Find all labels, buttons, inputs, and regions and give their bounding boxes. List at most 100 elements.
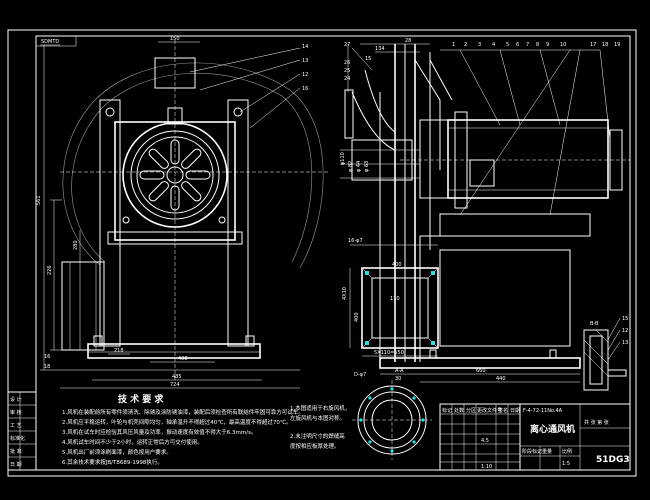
tech-right-2: 左旋风机与本图对称。 (290, 414, 345, 422)
left-row-1: 设 计 (10, 396, 22, 403)
dim-side-d4: φ 63 (364, 161, 370, 172)
tech-requirements: 技 术 要 求 1.风机在装配前所有零件须清洗、除锈及涂防锈油漆，装配后须检查所… (62, 393, 350, 466)
dim-front-top: 150 (170, 36, 180, 42)
callout-side-14: 10 (560, 42, 566, 48)
dim-front-w3: 485 (172, 374, 182, 380)
flange-view-label: D-φ7 (354, 372, 366, 378)
dim-front-height: 561 (36, 195, 42, 205)
tech-item-6: 6.其余技术要求按JB/T8689-1998执行。 (62, 458, 163, 466)
pedestal-right (227, 99, 249, 347)
callout-detail-2: 12 (622, 328, 628, 334)
side-view: 134 28 15 φ110 φ 82 φ 44 φ 63 (340, 38, 630, 383)
inlet-flange (344, 89, 354, 139)
tech-item-4: 4.风机试车时间不少于2小时，运转正常后方可交付使用。 (62, 438, 203, 446)
left-row-3: 工 艺 (10, 423, 22, 429)
tb-header-3: 分区 (466, 407, 476, 414)
tb-header-4: 更改文件号 (477, 407, 502, 414)
callout-side-5: 1 (452, 42, 455, 48)
tb-header-1: 标记 (442, 407, 452, 414)
callout-side-6: 2 (464, 42, 467, 48)
motor-frame (114, 121, 236, 241)
frame-crossbar (107, 231, 243, 245)
tech-right-4: 度按相应板厚处理。 (290, 442, 340, 450)
motor-end-circle (122, 122, 228, 228)
callout-side-17: 19 (614, 42, 620, 48)
tb-name: 离心通风机 (530, 423, 575, 435)
callout-detail-3: 13 (622, 340, 628, 346)
dim-side-d3: φ 44 (356, 161, 362, 172)
callout-front-3: 12 (302, 72, 308, 78)
tech-item-2: 2.风机应平稳运转，叶轮与机壳间隙均匀，轴承温升不得超过40℃，最高温度不得超过… (62, 418, 292, 426)
outer-border (7, 29, 637, 477)
left-row-5: 批 准 (10, 448, 22, 455)
dim-side-bot2: 440 (496, 376, 506, 382)
outlet-flange (361, 267, 439, 349)
dim-flange-2: A-A (395, 368, 404, 374)
tech-right-3: 2.未注明尺寸的焊缝高 (290, 432, 345, 440)
dim-front-w1: 218 (114, 348, 124, 354)
tb-header-2: 处数 (454, 407, 464, 414)
tb-drawing-number: 51DG3 (596, 455, 630, 465)
tb-ratio-value: 1:5 (562, 461, 570, 467)
flange-holes (359, 387, 425, 453)
dim-side-top3: 15 (365, 56, 371, 62)
flange-view: D-φ7 30 A-A (352, 368, 432, 460)
top-left-tag-box (35, 35, 77, 47)
callout-side-11: 7 (526, 42, 529, 48)
callout-side-10: 6 (516, 42, 519, 48)
dim-front-w2: 408 (178, 356, 188, 362)
dim-side-top2: 134 (375, 46, 385, 52)
callout-side-9: 5 (506, 42, 509, 48)
left-title-table: 设 计 审 核 工 艺 标准化 批 准 日 期 (7, 391, 37, 471)
callout-side-12: 8 (536, 42, 539, 48)
detail-view: B-B 15 12 13 (583, 316, 628, 391)
tb-header-5: 签名 (498, 407, 508, 414)
tb-cell-b: 1:10 (481, 464, 492, 470)
callout-front-1: 14 (302, 44, 308, 50)
dim-side-mid3: 4X10 (342, 287, 348, 300)
callout-side-13: 9 (546, 42, 549, 48)
dim-front-base2: 18 (44, 364, 50, 370)
callout-side-3: 25 (344, 68, 350, 74)
callout-side-2: 26 (344, 60, 350, 66)
tech-title: 技 术 要 求 (118, 393, 164, 405)
tech-item-1: 1.风机在装配前所有零件须清洗、除锈及涂防锈油漆，装配后须检查所有联结件牢固可靠… (62, 408, 304, 416)
tech-item-3: 3.风机在试车时应检验其风压风量及功率，振动速度有效值不得大于6.3mm/s。 (62, 428, 256, 436)
left-row-6: 日 期 (10, 462, 22, 468)
flange-bolts (365, 271, 435, 345)
callout-front-2: 13 (302, 58, 308, 64)
inner-border (35, 35, 631, 471)
dim-side-bot1: 660 (476, 368, 486, 374)
dim-side-d1: φ110 (340, 152, 346, 165)
shaft-hub (166, 166, 184, 184)
tb-ratio: 比例 (562, 448, 572, 455)
dim-front-inner: 280 (73, 240, 79, 250)
tb-weight: 重量 (542, 448, 552, 455)
side-base (379, 357, 581, 369)
tb-cell-a: 4.5 (481, 438, 489, 444)
front-base (87, 343, 261, 359)
callout-side-4: 24 (344, 76, 350, 82)
front-view: 561 226 280 16 18 218 408 485 724 150 14… (36, 36, 330, 389)
dim-side-mid6: 110 (390, 296, 400, 302)
callout-side-15: 17 (590, 42, 596, 48)
dim-front-base: 16 (44, 354, 50, 360)
dim-side-mid1: 16-φ7 (348, 238, 363, 244)
tb-stage: 阶段标记 (522, 448, 542, 455)
dim-front-w4: 724 (170, 382, 180, 388)
callout-side-8: 4 (492, 42, 495, 48)
callout-side-7: 3 (478, 42, 481, 48)
support-frame (439, 249, 571, 347)
outlet-duct (61, 261, 105, 351)
dim-side-d2: φ 82 (348, 161, 354, 172)
dim-side-top1: 28 (405, 38, 411, 44)
left-row-4: 标准化 (10, 435, 25, 442)
tb-sheet: 共 张 第 张 (584, 419, 609, 426)
left-row-2: 审 核 (10, 409, 22, 416)
tech-item-5: 5.风机出厂前须涂刷面漆，颜色按用户要求。 (62, 448, 172, 456)
pedestal-left (99, 99, 121, 347)
callout-side-1: 27 (344, 42, 350, 48)
dim-front-lower: 226 (47, 265, 53, 275)
motor-base-rail (439, 213, 591, 237)
